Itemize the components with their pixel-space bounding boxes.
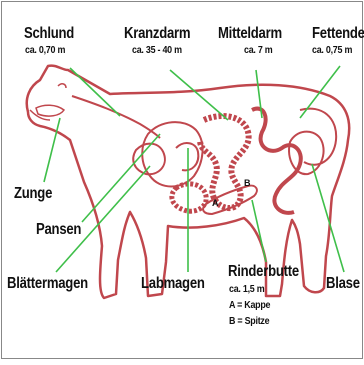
label-mitteldarm-length: ca. 7 m bbox=[244, 45, 272, 56]
marker-b: B bbox=[244, 178, 251, 188]
marker-a: A bbox=[212, 198, 219, 208]
label-kranzdarm-length: ca. 35 - 40 m bbox=[132, 45, 182, 56]
label-fettende: Fettende bbox=[312, 26, 364, 42]
label-schlund: Schlund bbox=[24, 26, 74, 42]
label-rinderbutte-b: B = Spitze bbox=[229, 316, 269, 327]
label-kranzdarm: Kranzdarm bbox=[124, 26, 190, 42]
label-zunge: Zunge bbox=[14, 186, 52, 202]
label-mitteldarm: Mitteldarm bbox=[218, 26, 282, 42]
label-rinderbutte-a: A = Kappe bbox=[229, 300, 270, 311]
label-fettende-length: ca. 0,75 m bbox=[312, 45, 352, 56]
label-blase: Blase bbox=[326, 276, 360, 292]
label-rinderbutte-length: ca. 1,5 m bbox=[229, 284, 264, 295]
label-rinderbutte: Rinderbutte bbox=[228, 264, 299, 280]
label-labmagen: Labmagen bbox=[141, 276, 205, 292]
label-blaettermagen: Blättermagen bbox=[7, 276, 88, 292]
label-pansen: Pansen bbox=[36, 222, 81, 238]
label-schlund-length: ca. 0,70 m bbox=[25, 45, 65, 56]
